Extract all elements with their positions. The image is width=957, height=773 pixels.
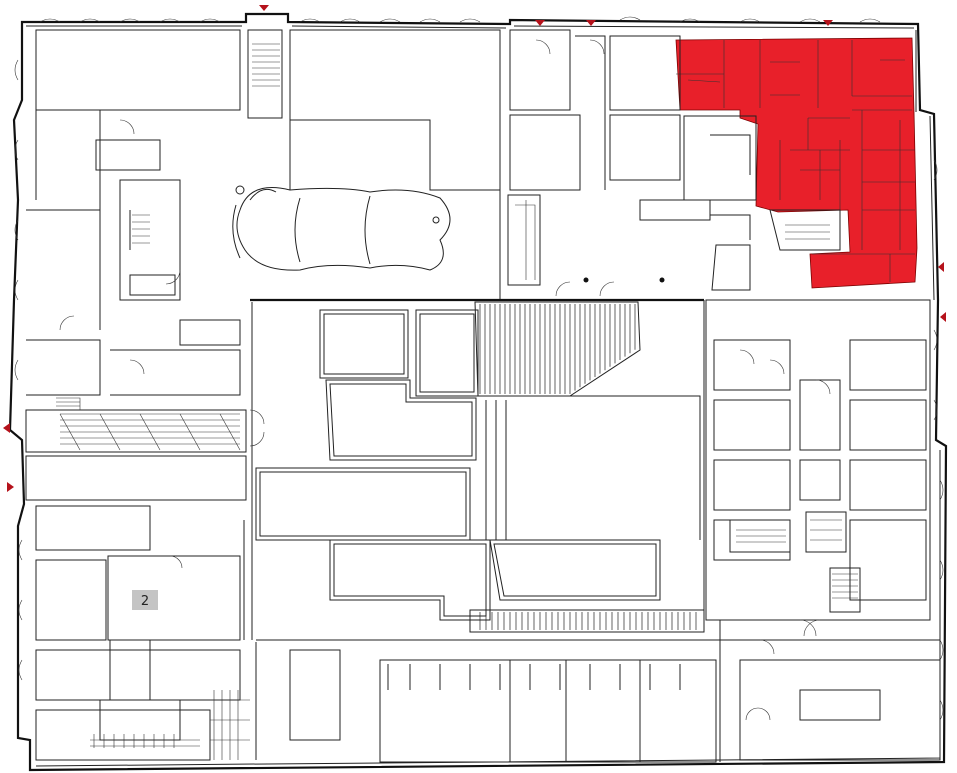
grand-stair bbox=[479, 304, 697, 630]
southwest-wing bbox=[35, 505, 720, 761]
highlighted-room[interactable] bbox=[675, 37, 918, 289]
entrance-markers bbox=[3, 5, 946, 492]
room-number-tag[interactable]: 2 bbox=[132, 590, 158, 610]
west-bridge bbox=[25, 397, 247, 501]
door-swings bbox=[59, 39, 831, 721]
north-central-block bbox=[480, 29, 841, 300]
northwest-wing bbox=[26, 29, 501, 396]
columns bbox=[235, 185, 665, 283]
entrance-marker[interactable] bbox=[535, 20, 545, 26]
highlighted-room-walls bbox=[676, 40, 915, 282]
central-courtyard bbox=[250, 298, 705, 640]
entrance-marker[interactable] bbox=[938, 262, 944, 272]
entrance-marker[interactable] bbox=[7, 482, 14, 492]
curved-gallery bbox=[232, 187, 451, 271]
room-number: 2 bbox=[141, 594, 149, 609]
entrance-marker[interactable] bbox=[259, 5, 269, 11]
entrance-marker[interactable] bbox=[823, 20, 833, 26]
entrance-marker[interactable] bbox=[586, 20, 596, 26]
highlighted-rooms bbox=[675, 37, 918, 289]
room-number-box bbox=[132, 590, 158, 610]
stair-north bbox=[252, 43, 280, 87]
entrance-marker[interactable] bbox=[940, 312, 946, 322]
building-outline bbox=[8, 12, 948, 772]
east-wing bbox=[705, 299, 931, 621]
south-block bbox=[210, 620, 941, 763]
entrance-marker[interactable] bbox=[3, 423, 10, 433]
